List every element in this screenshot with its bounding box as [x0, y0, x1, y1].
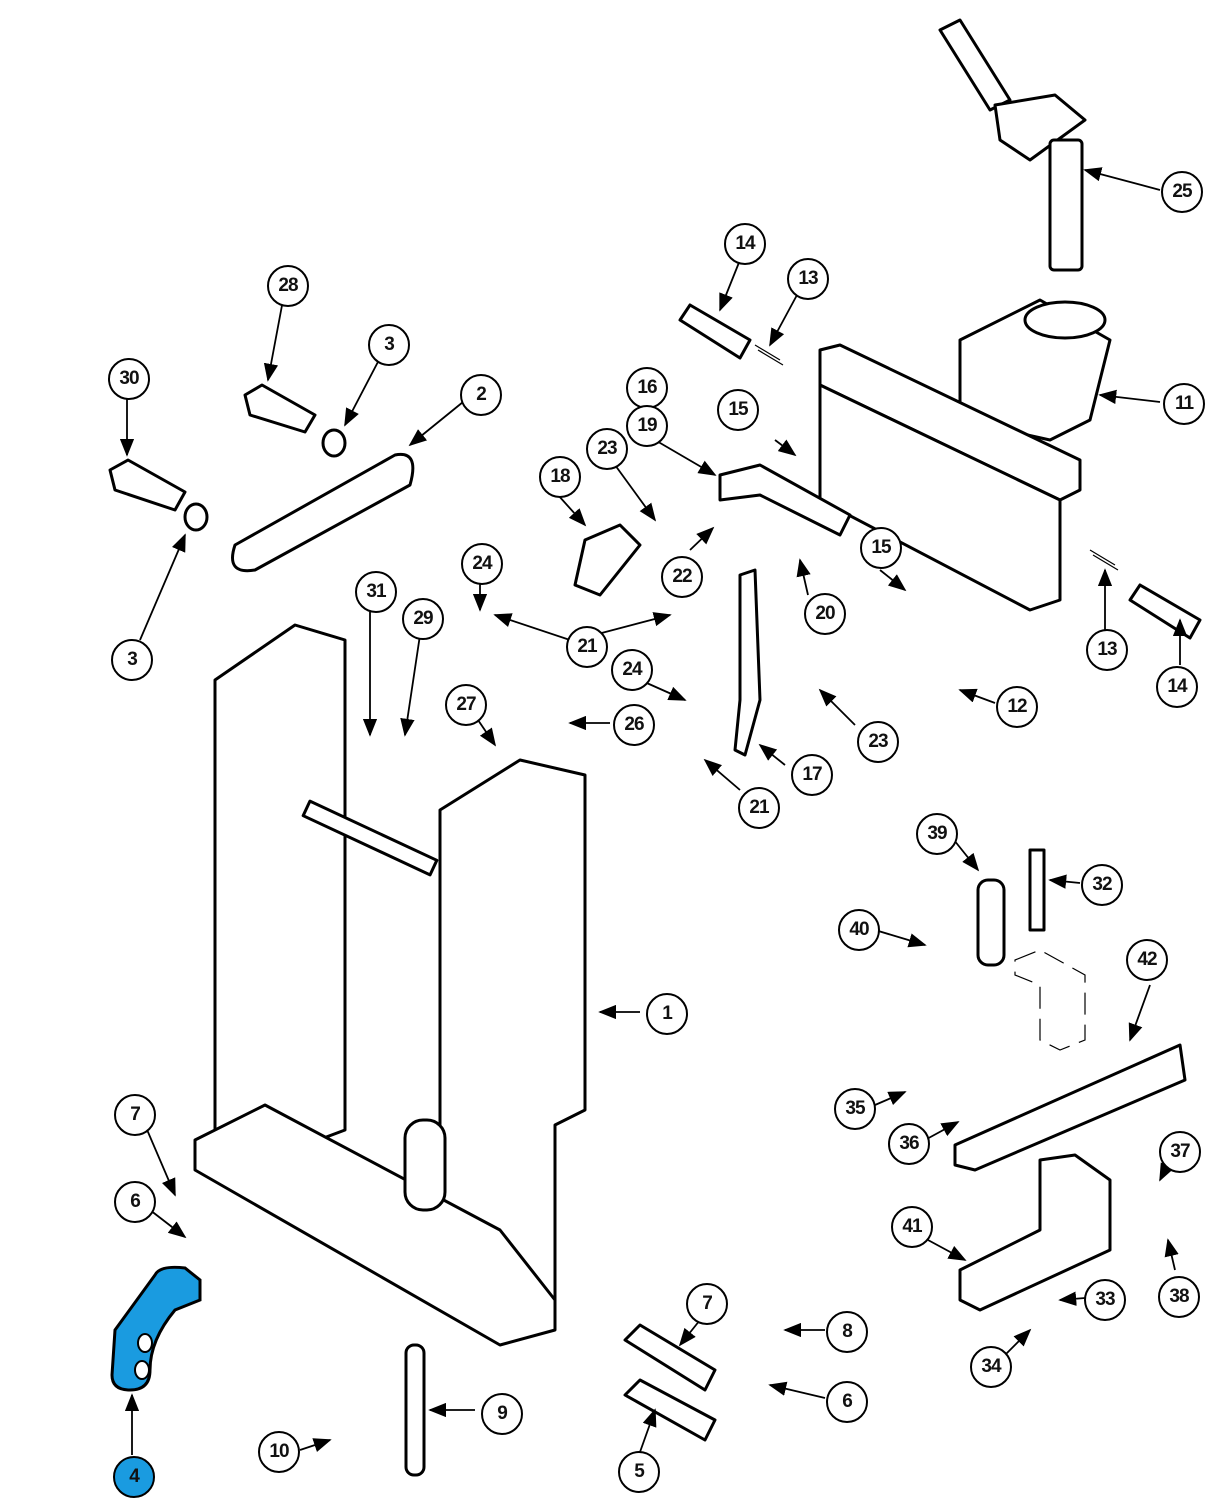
- callout-23[interactable]: 23: [586, 428, 628, 470]
- callout-12[interactable]: 12: [996, 686, 1038, 728]
- callout-30[interactable]: 30: [108, 358, 150, 400]
- callout-21[interactable]: 21: [738, 787, 780, 829]
- bolt-part: [1028, 848, 1046, 932]
- callout-20[interactable]: 20: [804, 593, 846, 635]
- hitch-pin-part: [976, 878, 1006, 967]
- callout-35[interactable]: 35: [834, 1088, 876, 1130]
- callout-7[interactable]: 7: [686, 1283, 728, 1325]
- main-frame-part: [193, 623, 587, 1347]
- callout-22[interactable]: 22: [661, 556, 703, 598]
- callout-25[interactable]: 25: [1161, 171, 1203, 213]
- callout-10[interactable]: 10: [258, 1431, 300, 1473]
- pin-part: [623, 1378, 717, 1442]
- optional-bracket-outline: [1014, 949, 1086, 1051]
- leader-lines: [119, 167, 1188, 1455]
- bolt-part: [243, 383, 317, 434]
- washer-part: [183, 502, 209, 532]
- callout-18[interactable]: 18: [539, 456, 581, 498]
- strap-part: [231, 452, 415, 573]
- callout-29[interactable]: 29: [402, 598, 444, 640]
- callout-31[interactable]: 31: [355, 571, 397, 613]
- callout-16[interactable]: 16: [626, 367, 668, 409]
- callout-38[interactable]: 38: [1158, 1276, 1200, 1318]
- callout-3[interactable]: 3: [111, 639, 153, 681]
- highlighted-bracket-part: [110, 1265, 202, 1392]
- callout-14[interactable]: 14: [724, 223, 766, 265]
- callout-39[interactable]: 39: [916, 813, 958, 855]
- callout-42[interactable]: 42: [1126, 939, 1168, 981]
- callout-11[interactable]: 11: [1163, 383, 1205, 425]
- callout-32[interactable]: 32: [1081, 864, 1123, 906]
- callout-13[interactable]: 13: [1086, 629, 1128, 671]
- callout-15[interactable]: 15: [717, 389, 759, 431]
- pin-part: [623, 1323, 717, 1392]
- callout-27[interactable]: 27: [445, 684, 487, 726]
- latch-plate-part: [573, 523, 642, 597]
- callout-3[interactable]: 3: [368, 324, 410, 366]
- drawbar-part: [953, 1043, 1187, 1172]
- callout-23[interactable]: 23: [857, 721, 899, 763]
- callout-33[interactable]: 33: [1084, 1279, 1126, 1321]
- callout-34[interactable]: 34: [970, 1346, 1012, 1388]
- callout-9[interactable]: 9: [481, 1393, 523, 1435]
- callout-41[interactable]: 41: [891, 1206, 933, 1248]
- hitch-base-part: [958, 1153, 1112, 1312]
- callout-4-highlighted[interactable]: 4: [113, 1456, 155, 1498]
- callout-6[interactable]: 6: [114, 1181, 156, 1223]
- bolt-part: [108, 458, 187, 512]
- hole: [134, 1360, 150, 1380]
- release-handle-part: [718, 463, 852, 537]
- lever-handle-part: [938, 18, 1087, 272]
- hole: [137, 1333, 153, 1353]
- washer-part: [321, 428, 347, 458]
- callout-2[interactable]: 2: [460, 374, 502, 416]
- callout-7[interactable]: 7: [114, 1094, 156, 1136]
- callout-13[interactable]: 13: [787, 258, 829, 300]
- callout-19[interactable]: 19: [626, 405, 668, 447]
- callout-26[interactable]: 26: [613, 704, 655, 746]
- callout-28[interactable]: 28: [267, 265, 309, 307]
- link-part: [733, 568, 762, 757]
- spring-part: [754, 344, 1119, 571]
- callout-37[interactable]: 37: [1159, 1131, 1201, 1173]
- callout-21[interactable]: 21: [566, 626, 608, 668]
- callout-8[interactable]: 8: [826, 1311, 868, 1353]
- callout-15[interactable]: 15: [860, 527, 902, 569]
- callout-24[interactable]: 24: [461, 543, 503, 585]
- callout-14[interactable]: 14: [1156, 666, 1198, 708]
- callout-1[interactable]: 1: [646, 993, 688, 1035]
- callout-5[interactable]: 5: [618, 1451, 660, 1493]
- callout-17[interactable]: 17: [791, 754, 833, 796]
- callout-40[interactable]: 40: [838, 909, 880, 951]
- callout-36[interactable]: 36: [888, 1123, 930, 1165]
- callout-6[interactable]: 6: [826, 1381, 868, 1423]
- top-bracket-part: [818, 298, 1112, 612]
- callout-24[interactable]: 24: [611, 649, 653, 691]
- pin-part: [404, 1343, 426, 1477]
